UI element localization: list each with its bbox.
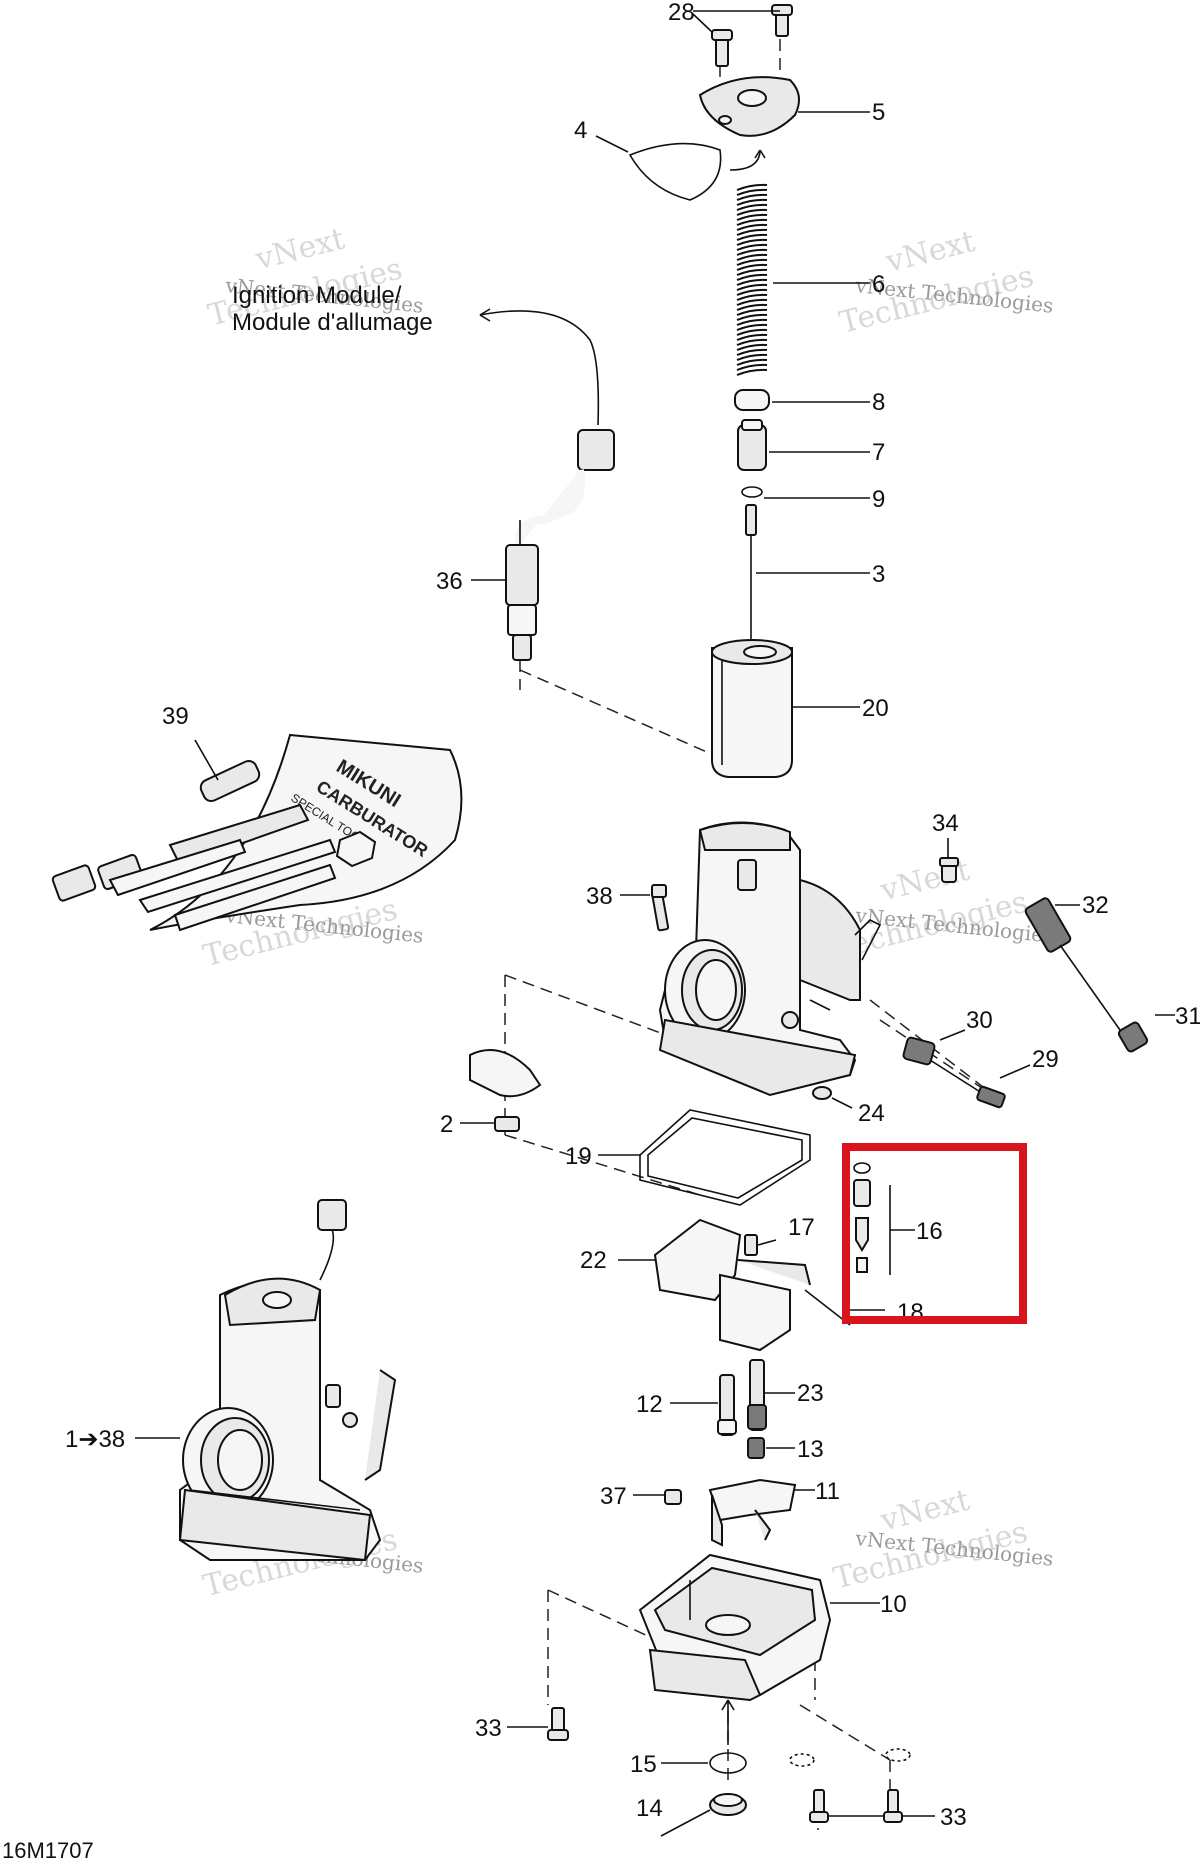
callout-23: 23 [797,1380,824,1407]
callout-33-left: 33 [475,1715,502,1742]
callout-14: 14 [636,1795,663,1822]
washer-8 [734,389,770,411]
ignition-module-line1: Ignition Module/ [232,282,402,309]
throttle-slide-20 [711,639,793,778]
spring-coil [736,183,768,376]
screw-33-left [547,1707,569,1741]
callout-17: 17 [788,1214,815,1241]
jet-needle-3 [745,504,757,640]
callout-34: 34 [932,810,959,837]
screws-33-right [789,1748,911,1823]
needle-valve-set-16 [853,1162,915,1275]
throttle-stop-screw-31 [1117,1021,1149,1053]
float-bowl-10 [638,1553,832,1702]
ignition-module-label: Ignition Module/ Module d'allumage [232,282,433,336]
carburetor-assembly-complete [178,1199,397,1562]
watermark-brand: vNext [882,224,979,280]
spring-30 [902,1036,936,1066]
plug-14 [709,1793,747,1816]
pilot-jet-12 [717,1374,737,1436]
callout-9: 9 [872,486,885,513]
callout-33-right: 33 [940,1804,967,1831]
callout-7: 7 [872,439,885,466]
callout-38: 38 [586,883,613,910]
diagram-code: 16M1707 [2,1838,94,1863]
gasket-4 [628,142,766,201]
callout-8: 8 [872,389,885,416]
carburetor-body-main [658,821,882,1097]
callout-39: 39 [162,703,189,730]
callout-2: 2 [440,1111,453,1138]
throttle-position-sensor-36 [479,308,615,661]
needle-jet-23 [747,1359,767,1431]
callout-20: 20 [862,695,889,722]
leader-lines [135,10,1175,1837]
spring-6 [736,183,768,376]
callout-11: 11 [815,1478,840,1505]
gasket-19 [639,1109,811,1206]
callout-5: 5 [872,99,885,126]
callout-labels: 28 5 4 6 8 7 9 3 20 36 39 34 32 38 31 30… [65,0,1200,1831]
callout-30: 30 [966,1007,993,1034]
callout-16: 16 [916,1218,943,1245]
callout-22: 22 [580,1247,607,1274]
pilot-screw-29 [929,1059,1006,1109]
callout-10: 10 [880,1591,907,1618]
cover-5 [698,76,800,137]
idle-screw-32 [1024,897,1121,1031]
screw-34 [939,857,959,883]
main-jet-13 [747,1437,765,1459]
highlight-box [842,1143,1027,1324]
pilot-air-screw-38 [650,884,670,932]
callout-24: 24 [858,1100,885,1127]
callout-28: 28 [668,0,695,26]
callout-29: 29 [1032,1046,1059,1073]
float-22 [653,1218,851,1352]
plug-24 [812,1086,832,1100]
callout-4: 4 [574,117,587,144]
special-tools-kit-39: MIKUNI CARBURATOR SPECIAL TOOLS [51,733,463,932]
callout-12: 12 [636,1391,663,1418]
o-ring-15 [709,1699,747,1774]
screw-17 [744,1234,758,1256]
callout-13: 13 [797,1436,824,1463]
clip-holder-7 [737,419,767,471]
bracket-2 [469,1049,542,1132]
callout-6: 6 [872,271,885,298]
plug-37 [664,1489,682,1505]
baffle-11 [708,1478,797,1547]
e-clip-9 [741,486,763,498]
callout-32: 32 [1082,892,1109,919]
ignition-module-line2: Module d'allumage [232,309,433,336]
callout-15: 15 [630,1751,657,1778]
callout-31: 31 [1175,1003,1200,1030]
callout-36: 36 [436,568,463,595]
callout-37: 37 [600,1483,627,1510]
screw-28 [711,4,793,67]
callout-3: 3 [872,561,885,588]
callout-assembly: 1➔38 [65,1426,125,1453]
callout-19: 19 [565,1143,592,1170]
